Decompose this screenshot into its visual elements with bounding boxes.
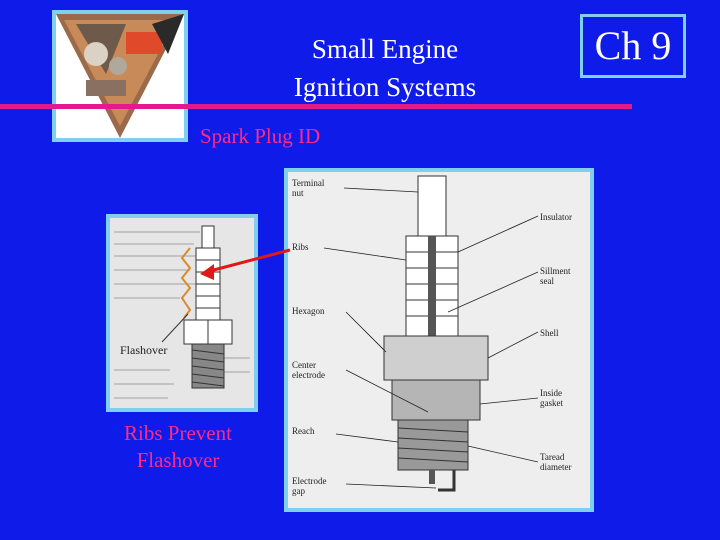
- engine-photo: [56, 14, 184, 138]
- label-sillment-seal-2: seal: [540, 276, 554, 286]
- title-divider: [0, 104, 632, 109]
- label-insulator: Insulator: [540, 212, 572, 222]
- engine-photo-thumbnail: [52, 10, 188, 142]
- label-reach: Reach: [292, 426, 315, 436]
- flashover-label: Flashover: [120, 343, 167, 357]
- label-thread-diameter-1: Taread: [540, 452, 565, 462]
- title-line-1: Small Engine: [311, 34, 459, 64]
- flashover-illustration: Flashover: [110, 218, 254, 408]
- caption-line-1: Ribs Prevent: [124, 421, 232, 445]
- label-shell: Shell: [540, 328, 559, 338]
- label-electrode-gap-2: gap: [292, 486, 305, 496]
- spark-plug-diagram: Terminal nut Ribs Hexagon Center electro…: [284, 168, 594, 512]
- title-line-2: Ignition Systems: [293, 72, 477, 102]
- label-thread-diameter-2: diameter: [540, 462, 571, 472]
- spark-plug-cutaway: Terminal nut Ribs Hexagon Center electro…: [288, 172, 590, 508]
- label-terminal-nut-2: nut: [292, 188, 304, 198]
- figure-caption: Ribs Prevent Flashover: [100, 420, 256, 474]
- slide-subtitle: Spark Plug ID: [200, 124, 321, 148]
- label-terminal-nut-1: Terminal: [292, 178, 325, 188]
- slide-title: Small Engine Ignition Systems: [230, 30, 540, 106]
- label-sillment-seal-1: Sillment: [540, 266, 571, 276]
- flashover-figure: Flashover: [106, 214, 258, 412]
- label-electrode-gap-1: Electrode: [292, 476, 326, 486]
- flashover-spark: [180, 247, 192, 319]
- label-inside-gasket-1: Inside: [540, 388, 562, 398]
- chapter-badge: Ch 9: [580, 14, 686, 78]
- label-center-electrode-1: Center: [292, 360, 316, 370]
- label-inside-gasket-2: gasket: [540, 398, 563, 408]
- label-hexagon: Hexagon: [292, 306, 325, 316]
- label-ribs: Ribs: [292, 242, 309, 252]
- caption-line-2: Flashover: [136, 448, 220, 472]
- label-center-electrode-2: electrode: [292, 370, 325, 380]
